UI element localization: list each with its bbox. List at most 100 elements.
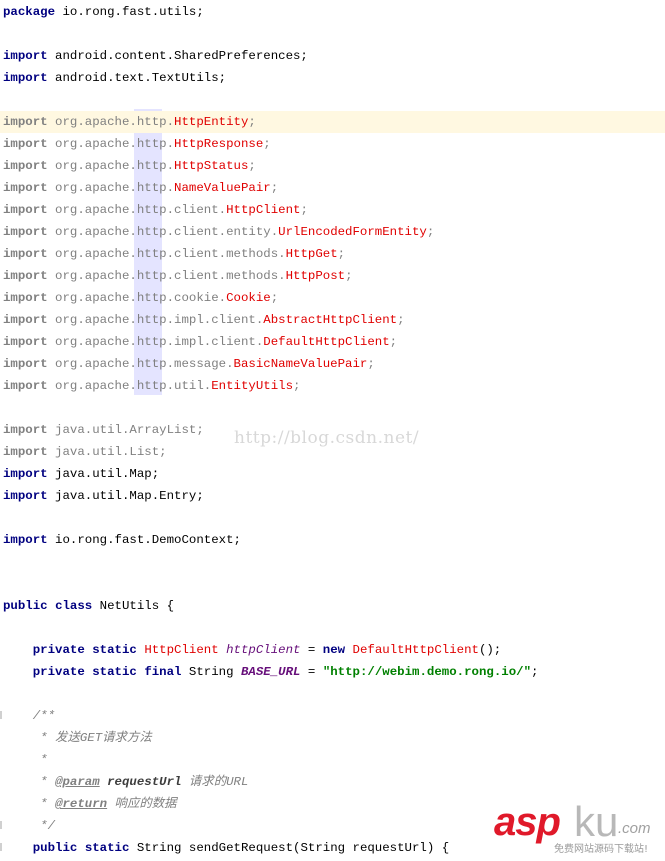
import-keyword: import [3,335,48,349]
static-keyword: static [92,643,137,657]
assign-operator: = [300,643,323,657]
code-line-import[interactable]: import io.rong.fast.DemoContext; [0,529,665,551]
code-line-import[interactable]: import org.apache.http.client.methods.Ht… [0,243,665,265]
code-line-import[interactable]: import java.util.Map; [0,463,665,485]
import-class: DefaultHttpClient [263,335,390,349]
string-literal: "http://webim.demo.rong.io/" [322,665,532,679]
semicolon: ; [367,357,375,371]
code-line-import[interactable]: import org.apache.http.HttpStatus; [0,155,665,177]
final-keyword: final [144,665,182,679]
code-line-blank[interactable] [0,507,665,529]
code-line-import[interactable]: import org.apache.http.HttpResponse; [0,133,665,155]
import-class: HttpPost [285,269,346,283]
semicolon: ; [337,247,346,261]
code-line-import[interactable]: import org.apache.http.NameValuePair; [0,177,665,199]
constructor-class: DefaultHttpClient [345,643,479,657]
private-keyword: private [32,665,85,679]
import-path: android.content.SharedPreferences; [47,49,308,63]
import-path: org.apache.http.impl.client. [47,313,264,327]
code-line-blank[interactable] [0,683,665,705]
import-keyword: import [3,225,48,239]
static-keyword: static [92,665,137,679]
import-keyword: import [3,269,48,283]
import-class: HttpEntity [174,115,249,129]
import-path: io.rong.fast.DemoContext; [47,533,241,547]
code-line-package[interactable]: package io.rong.fast.utils; [0,1,665,23]
javadoc-summary: * 发送GET请求方法 [32,731,152,745]
package-name: io.rong.fast.utils; [55,5,204,19]
code-line-import[interactable]: import org.apache.http.client.methods.Ht… [0,265,665,287]
code-line-import[interactable]: import android.content.SharedPreferences… [0,45,665,67]
code-line-import[interactable]: import java.util.ArrayList; [0,419,665,441]
javadoc-param-desc: 请求的URL [181,775,249,789]
javadoc-star: * [32,797,56,811]
csdn-watermark: http://blog.csdn.net/ [234,428,420,448]
code-line-import[interactable]: import java.util.List; [0,441,665,463]
fold-marker-icon[interactable] [0,843,2,851]
code-line-class-declaration[interactable]: public class NetUtils { [0,595,665,617]
field-name: httpClient [226,643,301,657]
code-line-import[interactable]: import org.apache.http.impl.client.Defau… [0,331,665,353]
import-keyword: import [3,137,48,151]
import-path: org.apache.http.client.methods. [47,247,286,261]
semicolon: ; [300,203,308,217]
code-line-import[interactable]: import org.apache.http.client.HttpClient… [0,199,665,221]
javadoc-return-tag: @return [55,797,108,811]
javadoc-open: /** [32,709,56,723]
code-line-blank[interactable] [0,23,665,45]
code-line-javadoc-close[interactable]: */ [0,815,665,837]
import-keyword: import [3,291,48,305]
code-line-javadoc-open[interactable]: /** [0,705,665,727]
code-line-javadoc-summary[interactable]: * 发送GET请求方法 [0,727,665,749]
private-keyword: private [32,643,85,657]
code-line-method-declaration[interactable]: public static String sendGetRequest(Stri… [0,837,665,859]
import-keyword: import [3,313,48,327]
javadoc-param-tag: @param [55,775,100,789]
code-line-import[interactable]: import android.text.TextUtils; [0,67,665,89]
javadoc-return-desc: 响应的数据 [107,797,177,811]
code-line-blank[interactable] [0,551,665,573]
code-line-import[interactable]: import org.apache.http.util.EntityUtils; [0,375,665,397]
code-line-import[interactable]: import org.apache.http.cookie.Cookie; [0,287,665,309]
code-line-field-base-url[interactable]: private static final String BASE_URL = "… [0,661,665,683]
javadoc-close: */ [32,819,56,833]
import-path: org.apache.http.message. [47,357,234,371]
field-type: String [181,665,241,679]
code-line-javadoc-blank[interactable]: * [0,749,665,771]
logo-asp: asp [494,800,561,844]
import-path: org.apache.http.cookie. [47,291,227,305]
logo-tagline: 免费网站源码下载站! [554,844,649,855]
import-class: HttpStatus [174,159,249,173]
aspku-logo: asp ku .com 免费网站源码下载站! [494,798,664,858]
new-keyword: new [322,643,346,657]
javadoc-star: * [32,753,48,767]
import-path: java.util.Map; [47,467,160,481]
code-line-import-current[interactable]: import org.apache.http.HttpEntity; [0,111,665,133]
constant-name: BASE_URL [241,665,301,679]
import-keyword: import [3,203,48,217]
code-line-import[interactable]: import org.apache.http.message.BasicName… [0,353,665,375]
import-class: NameValuePair [174,181,271,195]
fold-marker-icon[interactable] [0,821,2,829]
fold-marker-icon[interactable] [0,711,2,719]
import-path: org.apache.http. [47,137,175,151]
static-keyword: static [84,841,130,855]
code-line-import[interactable]: import java.util.Map.Entry; [0,485,665,507]
field-type: HttpClient [144,643,219,657]
import-path: org.apache.http.impl.client. [47,335,264,349]
code-line-field-httpclient[interactable]: private static HttpClient httpClient = n… [0,639,665,661]
import-class: Cookie [226,291,271,305]
code-line-javadoc-param[interactable]: * @param requestUrl 请求的URL [0,771,665,793]
import-path: org.apache.http. [47,115,175,129]
code-line-blank[interactable] [0,617,665,639]
code-line-import[interactable]: import org.apache.http.impl.client.Abstr… [0,309,665,331]
code-line-blank[interactable] [0,573,665,595]
import-path: android.text.TextUtils; [47,71,227,85]
code-line-blank[interactable] [0,89,665,111]
semicolon: ; [345,269,353,283]
code-line-import[interactable]: import org.apache.http.client.entity.Url… [0,221,665,243]
import-path: org.apache.http. [47,181,175,195]
code-line-blank[interactable] [0,397,665,419]
code-line-javadoc-return[interactable]: * @return 响应的数据 [0,793,665,815]
